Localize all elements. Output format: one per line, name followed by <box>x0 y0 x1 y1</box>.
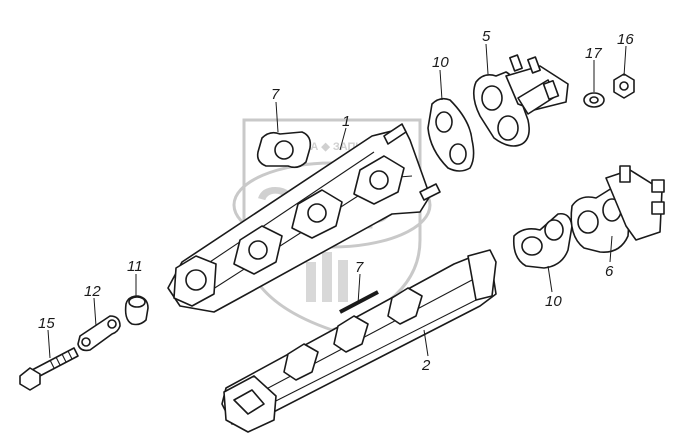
callout-5: 5 <box>482 28 491 45</box>
gasket-double-port-upper <box>427 97 475 172</box>
callout-labels: 1 7 10 5 17 16 6 10 7 2 11 12 15 <box>38 28 634 374</box>
callout-6: 6 <box>605 263 614 280</box>
callout-17: 17 <box>585 45 602 62</box>
callout-11: 11 <box>127 258 143 275</box>
flange-studs <box>509 54 560 101</box>
manifold-port-flange <box>233 225 283 275</box>
manifold-lower-end-flange <box>223 375 277 433</box>
exhaust-manifold-upper <box>167 123 441 313</box>
callout-16: 16 <box>617 31 634 48</box>
watermark-bars <box>306 252 348 302</box>
clamp-plate <box>77 315 121 352</box>
bolt <box>19 347 79 391</box>
manifold-port-flange <box>353 155 405 205</box>
callout-7-upper: 7 <box>271 86 280 103</box>
exhaust-pipe-flange-lower <box>570 165 665 253</box>
manifold-end-flange <box>173 255 217 307</box>
gasket-strip <box>339 290 379 314</box>
nut <box>613 73 635 99</box>
gasket-single-port <box>256 131 312 169</box>
callout-15: 15 <box>38 315 55 332</box>
gasket-double-port-lower <box>512 212 573 269</box>
manifold-lower-port <box>283 287 423 381</box>
exhaust-pipe-flange-upper <box>472 54 569 147</box>
manifold-lower-outlet <box>467 249 497 301</box>
manifold-stud <box>383 123 441 201</box>
callout-12: 12 <box>84 283 101 300</box>
callout-10-upper: 10 <box>432 54 449 71</box>
callout-2: 2 <box>421 357 431 374</box>
manifold-port-flange <box>291 189 343 239</box>
exhaust-manifold-lower <box>221 249 497 433</box>
flange-studs-lower <box>619 165 665 215</box>
sleeve-nut <box>124 295 149 326</box>
washer <box>583 92 605 108</box>
leader-lines <box>47 43 627 359</box>
callout-10-lower: 10 <box>545 293 562 310</box>
callout-7-lower: 7 <box>355 259 364 276</box>
callout-1: 1 <box>342 113 350 130</box>
